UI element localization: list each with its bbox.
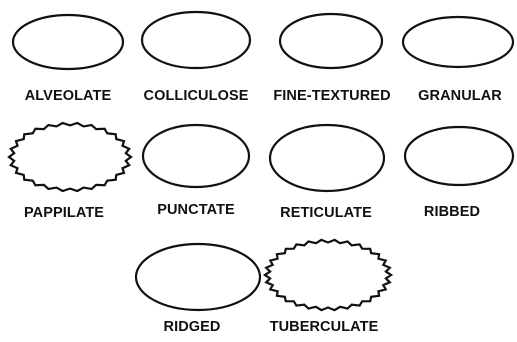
seed-punctate bbox=[143, 125, 251, 187]
label-reticulate: RETICULATE bbox=[280, 206, 372, 221]
seed-tuberculate bbox=[265, 240, 391, 310]
label-granular: GRANULAR bbox=[418, 89, 502, 104]
label-ribbed: RIBBED bbox=[424, 205, 480, 220]
label-colliculose: COLLICULOSE bbox=[143, 89, 248, 104]
seed-reticulate bbox=[265, 121, 393, 202]
seed-pappilate bbox=[9, 123, 131, 191]
label-ridged: RIDGED bbox=[164, 320, 221, 335]
seed-ribbed bbox=[405, 127, 513, 185]
seed-alveolate bbox=[13, 13, 123, 69]
label-alveolate: ALVEOLATE bbox=[25, 89, 112, 104]
seed-ridged bbox=[136, 242, 263, 312]
seed-granular bbox=[403, 16, 513, 67]
label-fine-textured: FINE-TEXTURED bbox=[273, 89, 390, 104]
seed-colliculose bbox=[142, 12, 251, 68]
label-pappilate: PAPPILATE bbox=[24, 206, 104, 221]
label-punctate: PUNCTATE bbox=[157, 203, 235, 218]
seed-fine-textured bbox=[280, 14, 382, 68]
label-tuberculate: TUBERCULATE bbox=[270, 320, 379, 335]
